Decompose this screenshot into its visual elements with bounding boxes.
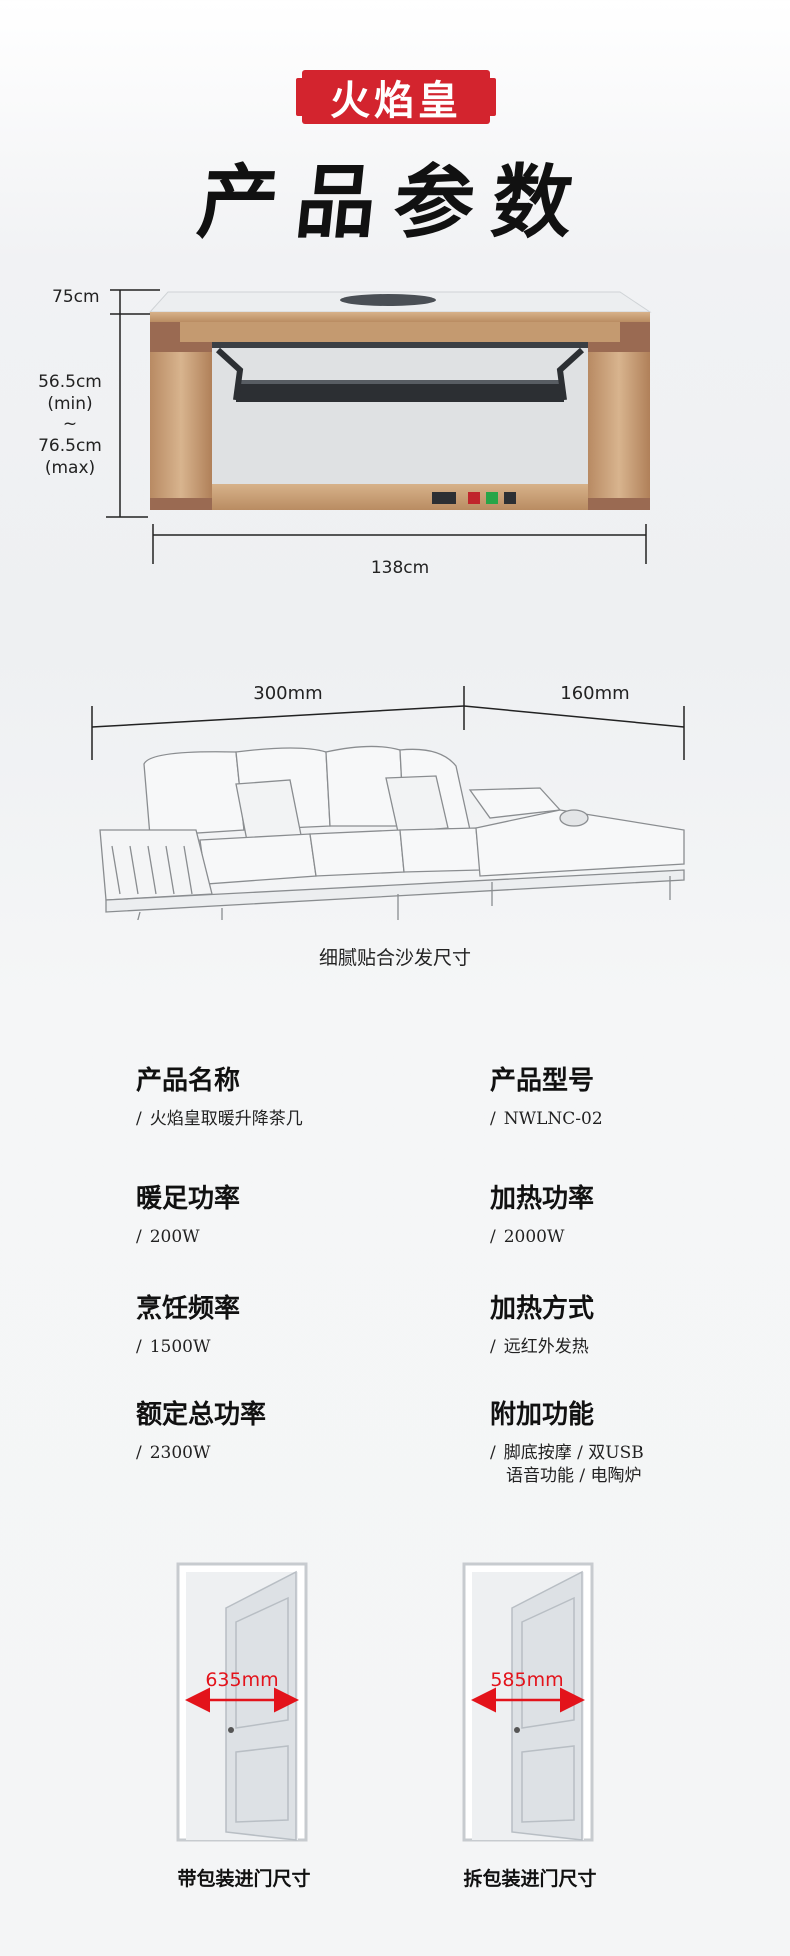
spec-value: /远红外发热	[490, 1337, 589, 1357]
spec-value: /2000W	[490, 1227, 565, 1247]
spec-rated-total-power: 额定总功率 /2300W	[136, 1398, 436, 1465]
sofa-main-length-label: 300mm	[253, 683, 323, 704]
sofa-caption: 细腻贴合沙发尺寸	[318, 947, 471, 969]
spec-label: 产品型号	[490, 1066, 595, 1096]
brand-logo: 火焰皇	[296, 70, 496, 124]
page-title: 产品参数	[193, 155, 596, 249]
spec-value: /1500W	[136, 1337, 211, 1357]
table-top-thickness-label: 75cm	[52, 287, 100, 307]
spec-value-line2: 语音功能 / 电陶炉	[506, 1466, 642, 1486]
sofa-illustration	[91, 686, 685, 920]
door2-caption: 拆包装进门尺寸	[463, 1868, 597, 1890]
spec-label: 暖足功率	[136, 1184, 241, 1214]
spec-heating-power: 加热功率 /2000W	[490, 1182, 790, 1249]
door-without-packaging	[462, 1562, 594, 1842]
sofa-chaise-length-label: 160mm	[560, 683, 630, 704]
coffee-table-illustration	[106, 289, 652, 564]
spec-product-model: 产品型号 /NWLNC-02	[490, 1064, 790, 1131]
spec-extra-functions: 附加功能 /脚底按摩 / 双USB 语音功能 / 电陶炉	[490, 1398, 790, 1488]
spec-value: /2300W	[136, 1443, 211, 1463]
door1-width-label: 635mm	[205, 1669, 279, 1691]
spec-label: 加热功率	[490, 1184, 595, 1214]
spec-product-name: 产品名称 /火焰皇取暖升降茶几	[136, 1064, 436, 1131]
table-length-label: 138cm	[370, 558, 430, 578]
spec-label: 产品名称	[136, 1066, 241, 1096]
spec-label: 额定总功率	[136, 1400, 267, 1430]
door1-caption: 带包装进门尺寸	[177, 1868, 311, 1890]
table-height-max-tag: (max)	[44, 458, 96, 478]
door-with-packaging	[176, 1562, 308, 1842]
spec-value: /火焰皇取暖升降茶几	[136, 1109, 303, 1129]
spec-value: /脚底按摩 / 双USB 语音功能 / 电陶炉	[490, 1442, 790, 1488]
table-height-min-tag: (min)	[47, 394, 93, 414]
door2-width-label: 585mm	[490, 1669, 564, 1691]
spec-label: 加热方式	[490, 1294, 595, 1324]
table-height-min-value: 56.5cm	[38, 372, 102, 392]
spec-foot-warmer-power: 暖足功率 /200W	[136, 1182, 436, 1249]
spec-value: /NWLNC-02	[490, 1109, 603, 1129]
spec-heating-method: 加热方式 /远红外发热	[490, 1292, 790, 1359]
door-illustrations	[176, 1562, 594, 1842]
spec-label: 附加功能	[490, 1400, 595, 1430]
spec-cooking-power: 烹饪频率 /1500W	[136, 1292, 436, 1359]
brand-logo-text: 火焰皇	[330, 77, 462, 124]
spec-label: 烹饪频率	[136, 1294, 241, 1324]
table-height-tilde: ~	[62, 414, 78, 434]
spec-value: /200W	[136, 1227, 200, 1247]
table-height-max-value: 76.5cm	[38, 436, 102, 456]
